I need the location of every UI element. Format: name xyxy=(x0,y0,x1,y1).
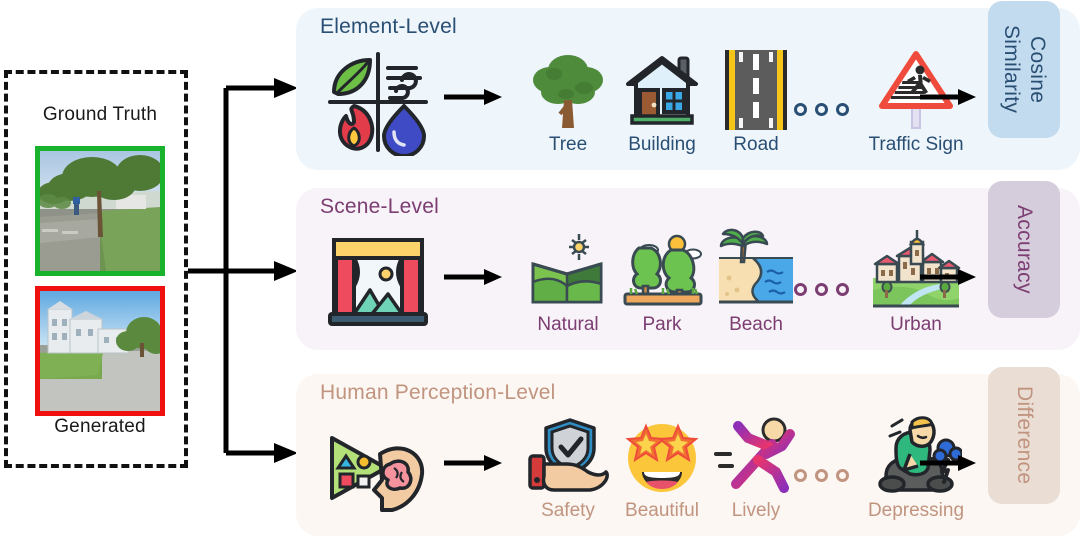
shield-on-hand-icon xyxy=(512,412,624,500)
item-label: Depressing xyxy=(867,500,965,521)
row-title-element-level: Element-Level xyxy=(320,15,457,38)
metric-label: Accuracy xyxy=(1013,205,1036,294)
ground-truth-image xyxy=(35,146,165,276)
row-arrow-human-perception-level xyxy=(444,452,504,474)
row-ellipsis-scene-level xyxy=(790,283,853,296)
generated-label: Generated xyxy=(54,416,146,437)
item-label: Tree xyxy=(548,134,588,155)
item-building: Building xyxy=(606,46,718,164)
framed-landscape-painting-icon xyxy=(324,228,432,336)
metric-box-difference: Difference xyxy=(988,367,1060,504)
item-road: Road xyxy=(700,46,812,164)
item-depressing: Depressing xyxy=(846,412,986,530)
item-label: Beautiful xyxy=(625,500,699,521)
item-label: Park xyxy=(642,314,682,335)
item-label: Natural xyxy=(537,314,599,335)
item-label: Urban xyxy=(890,314,942,335)
item-label: Beach xyxy=(729,314,783,335)
metric-arrow-element-level xyxy=(920,86,978,108)
metric-arrow-human-perception-level xyxy=(920,452,978,474)
row-arrow-element-level xyxy=(444,86,504,108)
road-icon xyxy=(700,46,812,134)
item-label: Traffic Sign xyxy=(868,134,964,155)
star-struck-face-icon xyxy=(606,412,718,500)
ground-truth-label: Ground Truth xyxy=(42,104,158,125)
item-label: Road xyxy=(733,134,779,155)
item-beach: Beach xyxy=(700,226,812,344)
head-perception-icon xyxy=(324,414,432,522)
branch-connector xyxy=(186,0,306,543)
item-beautiful: Beautiful xyxy=(606,412,718,530)
metric-box-cosine-similarity: Cosine Similarity xyxy=(988,1,1060,138)
item-safety: Safety xyxy=(512,412,624,530)
park-trees-icon xyxy=(606,226,718,314)
row-panel-element-level: Element-Level xyxy=(296,1,1080,170)
row-panel-scene-level: Scene-Level xyxy=(296,181,1080,350)
item-lively: Lively xyxy=(700,412,812,530)
input-pair-box: Ground Truth xyxy=(4,70,188,468)
item-park: Park xyxy=(606,226,718,344)
house-icon xyxy=(606,46,718,134)
generated-image xyxy=(35,286,165,416)
metric-box-accuracy: Accuracy xyxy=(988,181,1060,318)
metric-label: Difference xyxy=(1013,386,1036,485)
metric-label: Cosine Similarity xyxy=(1000,25,1049,114)
green-fields-icon xyxy=(512,226,624,314)
running-person-icon xyxy=(700,412,812,500)
row-title-scene-level: Scene-Level xyxy=(320,195,439,218)
item-natural: Natural xyxy=(512,226,624,344)
item-label: Safety xyxy=(541,500,595,521)
beach-palm-icon xyxy=(700,226,812,314)
metric-arrow-scene-level xyxy=(920,266,978,288)
item-tree: Tree xyxy=(512,46,624,164)
elements-quadrant-icon xyxy=(324,48,432,156)
row-panel-human-perception-level: Human Perception-Level xyxy=(296,367,1080,536)
tree-icon xyxy=(512,46,624,134)
item-urban: Urban xyxy=(846,226,986,344)
row-ellipsis-human-perception-level xyxy=(790,469,853,482)
item-label: Lively xyxy=(731,500,781,521)
town-skyline-icon xyxy=(846,226,986,314)
sad-person-icon xyxy=(846,412,986,500)
row-title-human-perception-level: Human Perception-Level xyxy=(320,381,556,404)
row-ellipsis-element-level xyxy=(790,103,853,116)
row-arrow-scene-level xyxy=(444,266,504,288)
item-label: Building xyxy=(628,134,696,155)
